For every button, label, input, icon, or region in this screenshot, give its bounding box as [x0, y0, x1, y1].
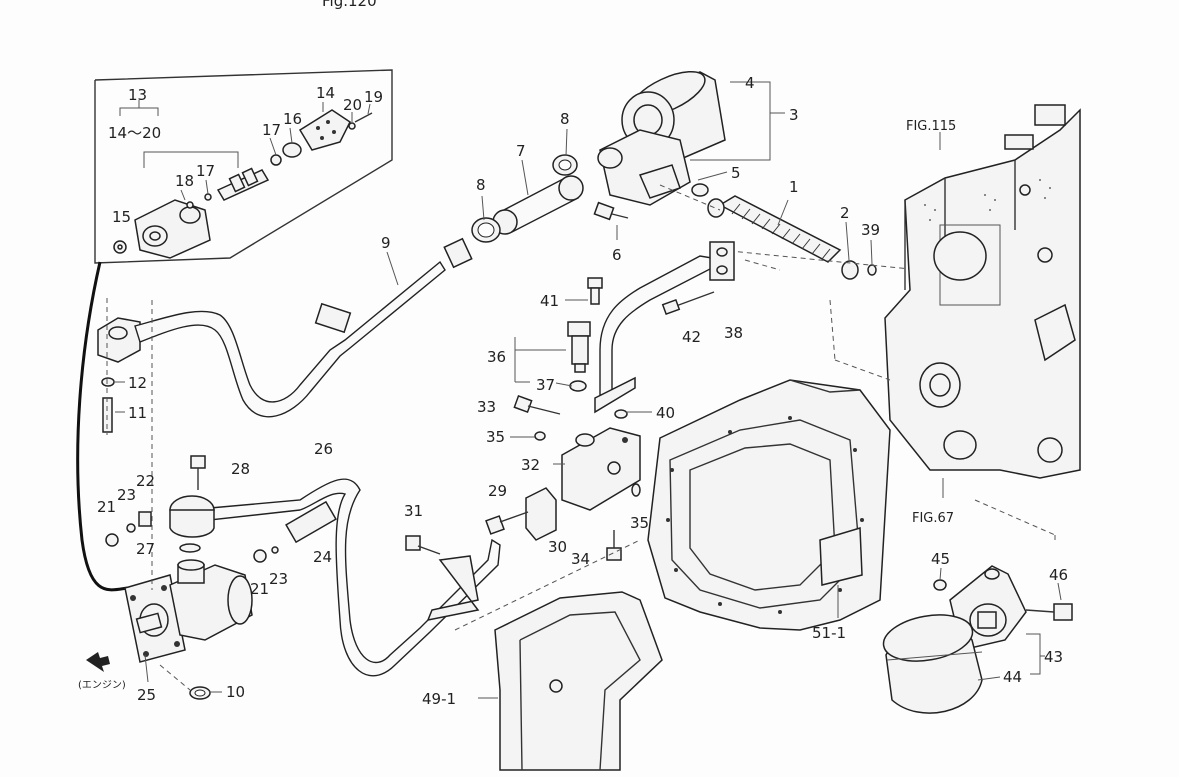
filter-hose — [471, 128, 584, 243]
callout-20: 20 — [343, 96, 362, 114]
clutch-housing — [647, 379, 891, 631]
callout-28: 28 — [231, 460, 250, 478]
callout-8a: 8 — [560, 110, 570, 128]
callout-18: 18 — [175, 172, 194, 190]
callout-23a: 23 — [117, 486, 136, 504]
callout-12: 12 — [128, 374, 147, 392]
callout-25: 25 — [137, 686, 156, 704]
callout-44: 44 — [1003, 668, 1022, 686]
callout-33: 33 — [477, 398, 496, 416]
callout-35b: 35 — [630, 514, 649, 532]
callout-42: 42 — [682, 328, 701, 346]
callout-21b: 21 — [250, 580, 269, 598]
callout-31: 31 — [404, 502, 423, 520]
callout-34: 34 — [571, 550, 590, 568]
callout-49-1: 49-1 — [422, 690, 456, 708]
callout-35a: 35 — [486, 428, 505, 446]
suction-pipe — [97, 237, 473, 435]
callout-13: 13 — [128, 86, 147, 104]
callout-3: 3 — [789, 106, 799, 124]
callout-39: 39 — [861, 221, 880, 239]
callout-2: 2 — [840, 204, 850, 222]
callout-24: 24 — [313, 548, 332, 566]
callout-51-1: 51-1 — [812, 624, 846, 642]
callout-23b: 23 — [269, 570, 288, 588]
callout-40: 40 — [656, 404, 675, 422]
callout-26: 26 — [314, 440, 333, 458]
callout-43: 43 — [1044, 648, 1063, 666]
callout-45: 45 — [931, 550, 950, 568]
callout-16: 16 — [283, 110, 302, 128]
callout-41: 41 — [540, 292, 559, 310]
step-cover — [454, 539, 663, 771]
figure-header: Fig.120 — [322, 0, 377, 10]
callout-37: 37 — [536, 376, 555, 394]
callout-10: 10 — [226, 683, 245, 701]
inset-callouts: 13 14～20 14 15 16 17 17 18 19 20 — [108, 84, 383, 226]
callout-17a: 17 — [262, 121, 281, 139]
callout-14: 14 — [316, 84, 335, 102]
engine-direction-label: (エンジン) — [78, 680, 126, 691]
oil-filter-assembly — [593, 70, 921, 280]
callout-38: 38 — [724, 324, 743, 342]
hydraulic-pump-assembly — [76, 261, 279, 700]
alignment-lines — [151, 259, 1056, 691]
callout-22: 22 — [136, 472, 155, 490]
callout-21a: 21 — [97, 498, 116, 516]
callout-17b: 17 — [196, 162, 215, 180]
control-valve-block — [169, 241, 735, 677]
callout-29: 29 — [488, 482, 507, 500]
oil-filter-cartridge — [882, 535, 1073, 714]
callout-7: 7 — [516, 142, 526, 160]
callout-19: 19 — [364, 88, 383, 106]
callout-8b: 8 — [476, 176, 486, 194]
part-callouts: 1 2 3 4 5 6 7 8 8 9 10 11 12 21 21 22 23… — [78, 74, 1068, 708]
callout-36: 36 — [487, 348, 506, 366]
ref-fig115: FIG.115 — [906, 119, 956, 134]
callout-6: 6 — [612, 246, 622, 264]
callout-15: 15 — [112, 208, 131, 226]
transmission-case: FIG.115 FIG.67 — [884, 104, 1081, 526]
callout-5: 5 — [731, 164, 741, 182]
ref-fig67: FIG.67 — [912, 511, 954, 526]
callout-14-20: 14～20 — [108, 124, 161, 142]
callout-11: 11 — [128, 404, 147, 422]
callout-1: 1 — [789, 178, 799, 196]
callout-4: 4 — [745, 74, 755, 92]
callout-32: 32 — [521, 456, 540, 474]
callout-30: 30 — [548, 538, 567, 556]
callout-27: 27 — [136, 540, 155, 558]
callout-46: 46 — [1049, 566, 1068, 584]
inset-pump-breakdown — [94, 69, 393, 264]
callout-9: 9 — [381, 234, 391, 252]
